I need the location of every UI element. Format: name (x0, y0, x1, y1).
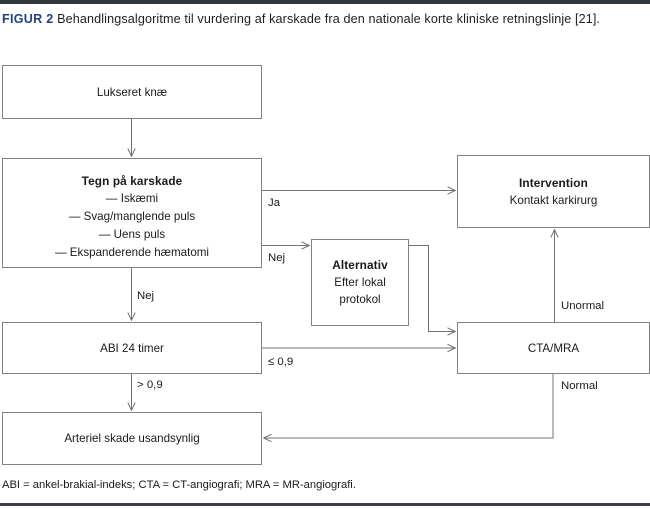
node-subtitle-line1: Efter lokal (334, 276, 386, 289)
node-subtitle: Kontakt karkirurg (509, 193, 598, 207)
figure-footnote: ABI = ankel-brakial-indeks; CTA = CT-ang… (2, 479, 356, 491)
node-sign-list: — Iskæmi — Svag/manglende puls — Uens pu… (55, 190, 209, 262)
node-label: Arteriel skade usandsynlig (64, 432, 200, 445)
node-label: CTA/MRA (527, 341, 580, 355)
edge-label-normal: Normal (561, 380, 598, 392)
edge-label-abi-gt-09: > 0,9 (137, 379, 163, 391)
edge-label-abi-le-09: ≤ 0,9 (268, 356, 294, 368)
node-title: Tegn på karskade (81, 174, 183, 188)
node-tegn-paa-karskade: Tegn på karskade — Iskæmi — Svag/manglen… (2, 158, 262, 268)
node-cta-mra: CTA/MRA (457, 322, 650, 374)
list-item: — Uens puls (98, 228, 166, 241)
list-item: — Iskæmi (105, 192, 159, 205)
figure-number: FIGUR 2 (2, 12, 54, 26)
node-label: Lukseret knæ (96, 85, 168, 99)
node-intervention: Intervention Kontakt karkirurg (457, 155, 650, 228)
node-label: ABI 24 timer (100, 341, 164, 355)
edge-label-unormal: Unormal (561, 300, 605, 312)
node-title: Alternativ (332, 258, 388, 272)
edge-label-nej-alt: Nej (268, 252, 286, 264)
edge-label-nej-abi: Nej (137, 290, 155, 302)
node-abi-24-timer: ABI 24 timer (2, 322, 262, 374)
list-item: — Svag/manglende puls (68, 210, 196, 223)
figure-caption-text: Behandlingsalgoritme til vurdering af ka… (53, 12, 601, 26)
node-lukseret-knae: Lukseret knæ (2, 65, 262, 119)
node-subtitle-line2: protokol (339, 293, 381, 306)
figure-caption: FIGUR 2 Behandlingsalgoritme til vurderi… (2, 10, 648, 29)
top-divider (0, 0, 650, 4)
node-arteriel-skade-usandsynlig: Arteriel skade usandsynlig (2, 412, 262, 465)
node-alternativ: Alternativ Efter lokal protokol (311, 239, 409, 326)
node-title: Intervention (519, 175, 588, 190)
edge-label-ja: Ja (268, 197, 281, 209)
bottom-divider (0, 503, 650, 506)
list-item: — Ekspanderende hæmatomi (54, 246, 210, 259)
